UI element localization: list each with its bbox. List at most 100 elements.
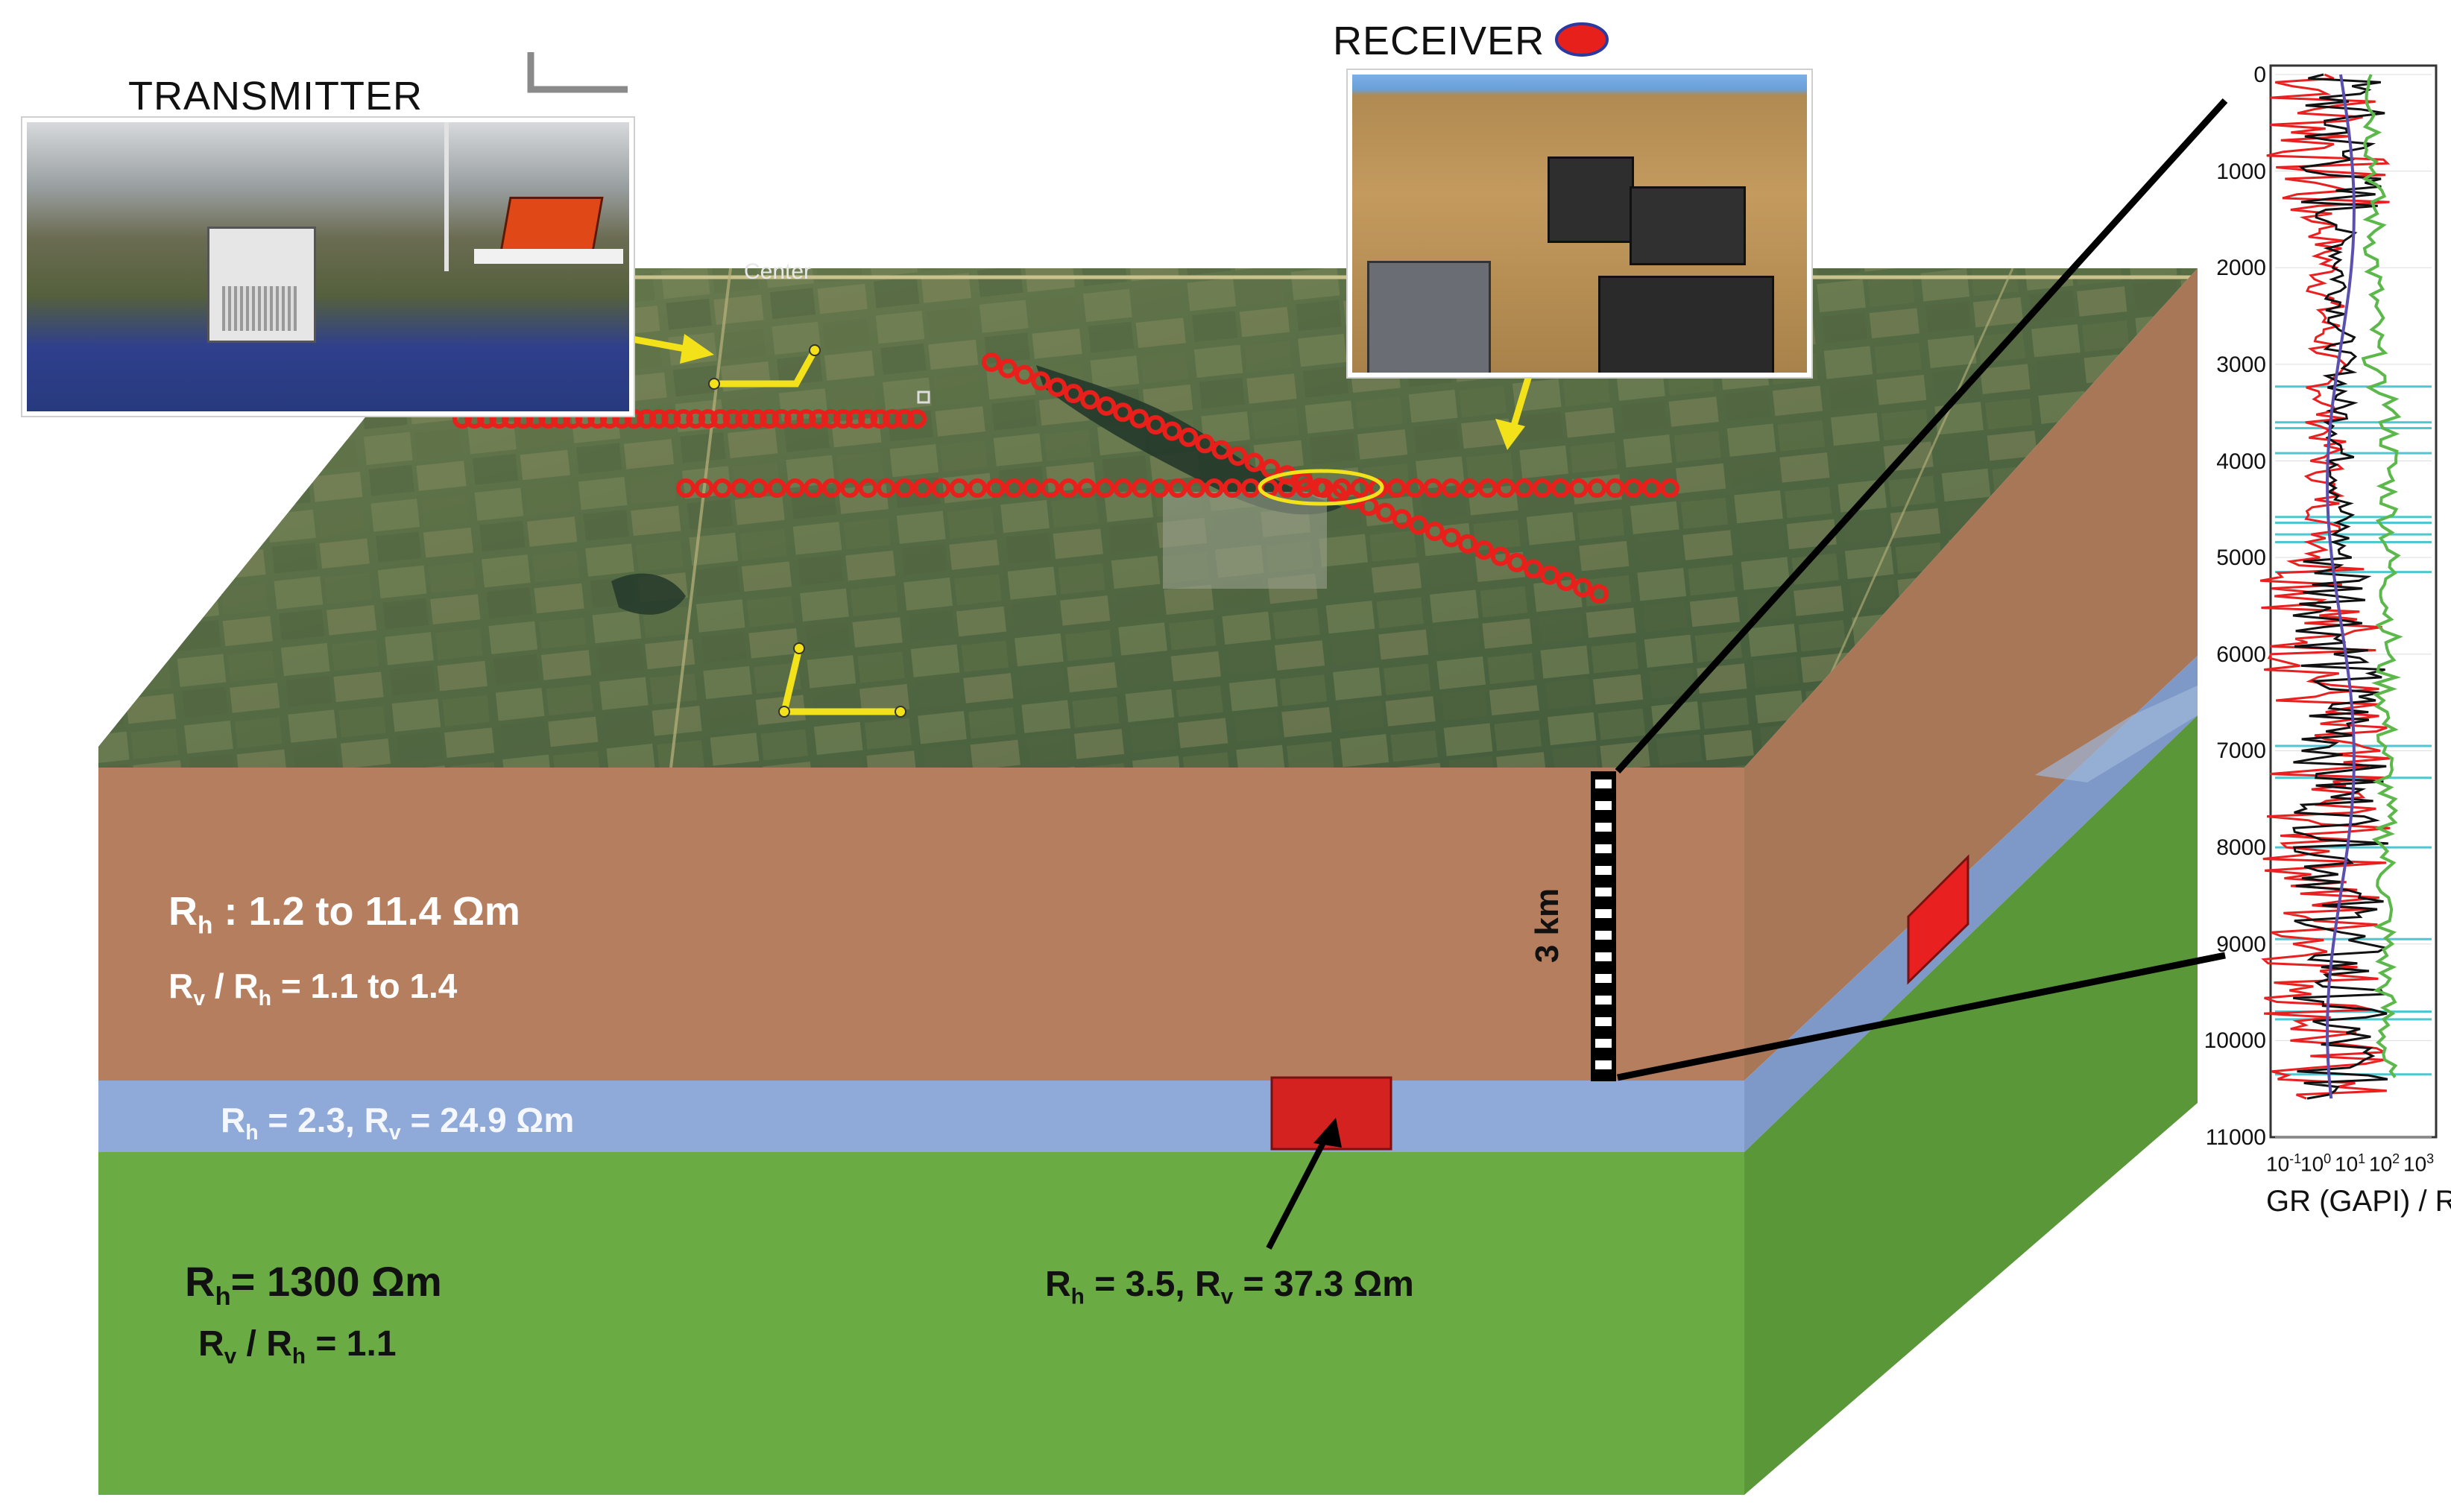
receiver-marker — [1457, 534, 1477, 554]
receiver-marker — [1031, 371, 1051, 391]
receiver-marker — [722, 409, 742, 428]
receiver-marker — [772, 409, 792, 428]
receiver-marker — [982, 352, 1001, 372]
receiver-marker — [1589, 584, 1609, 604]
receiver-marker — [710, 409, 731, 428]
receiver-marker — [1425, 521, 1445, 541]
receiver-marker — [1228, 446, 1248, 466]
receiver-marker — [804, 478, 824, 498]
depth-tick-label: 9000 — [2216, 931, 2266, 957]
receiver-marker — [735, 409, 755, 428]
receiver-marker — [1004, 478, 1023, 498]
map-sign-text: Center — [744, 259, 812, 284]
receiver-marker — [1022, 478, 1042, 498]
gamma-ray-trace — [2361, 74, 2403, 1078]
x-tick-label: 10-1 — [2266, 1151, 2302, 1176]
receiver-marker — [661, 409, 681, 428]
receiver-marker — [1186, 478, 1206, 498]
scale-tick — [1595, 1017, 1612, 1026]
layer-bottom-rh-label: Rh= 1300 Ωm — [185, 1258, 442, 1312]
depth-tick-label: 3000 — [2216, 352, 2266, 377]
receiver-marker-icon — [1555, 22, 1609, 57]
receiver-marker — [796, 409, 816, 428]
receiver-marker — [1490, 546, 1510, 566]
scale-tick — [1595, 801, 1612, 810]
receiver-photo — [1348, 70, 1811, 377]
receiver-marker — [1660, 478, 1679, 498]
layer-middle-front — [98, 1081, 1744, 1152]
depth-tick-label: 10000 — [2204, 1028, 2266, 1054]
depth-tick-label: 6000 — [2216, 642, 2266, 667]
scale-tick — [1595, 844, 1612, 853]
reservoir-arrow — [1266, 1131, 1331, 1250]
layer-step — [2035, 686, 2198, 782]
receiver-marker — [1076, 478, 1097, 498]
receiver-marker — [1015, 364, 1035, 385]
receiver-marker — [821, 409, 841, 428]
receiver-marker — [840, 478, 859, 498]
receiver-marker — [895, 478, 915, 498]
building-icon — [917, 390, 930, 404]
receiver-marker — [1047, 377, 1067, 397]
receiver-marker — [1387, 478, 1407, 498]
receiver-marker — [845, 409, 865, 428]
receiver-marker — [712, 478, 732, 498]
scale-tick — [1595, 909, 1612, 918]
transmitter-dipole-2 — [778, 642, 906, 718]
receiver-marker — [1532, 478, 1552, 498]
receiver-marker — [870, 409, 890, 428]
well-log-callout-bottom — [1617, 952, 2226, 1081]
transmitter-title: TRANSMITTER — [128, 74, 423, 118]
receiver-marker — [833, 409, 854, 428]
scale-label: 3 km — [1529, 888, 1566, 964]
layer-middle-rh-value: 2.3 — [297, 1101, 346, 1139]
receiver-case-open — [1548, 156, 1634, 243]
receiver-marker — [637, 409, 657, 428]
receiver-marker — [949, 478, 969, 498]
scale-tick — [1595, 974, 1612, 983]
layer-top-front — [98, 768, 1744, 1081]
receiver-marker — [784, 409, 804, 428]
receiver-marker — [1375, 502, 1395, 522]
receiver-lines — [452, 352, 1679, 604]
layer-bottom-ratio-value: 1.1 — [346, 1324, 397, 1364]
receiver-marker — [1204, 478, 1224, 498]
receiver-marker — [767, 478, 787, 498]
depth-tick-label: 0 — [2253, 63, 2266, 87]
receiver-arrow-head — [1495, 419, 1525, 450]
receiver-marker — [1514, 478, 1534, 498]
road — [669, 268, 732, 768]
well-log-xlabel: GR (GAPI) / R (Ωm) — [2266, 1185, 2451, 1218]
receiver-marker — [1211, 440, 1231, 460]
receiver-marker — [1408, 515, 1428, 535]
receiver-marker — [1310, 478, 1330, 498]
receiver-marker — [1523, 559, 1543, 579]
depth-tick-label: 4000 — [2216, 449, 2266, 474]
layer-middle-label: Rh = 2.3, Rv = 24.9 Ωm — [221, 1101, 575, 1145]
layer-top-rh-value: 1.2 to 11.4 Ωm — [248, 889, 520, 934]
receiver-marker — [895, 409, 915, 428]
x-tick-label: 102 — [2369, 1151, 2400, 1176]
x-tick-label: 103 — [2403, 1151, 2435, 1176]
receiver-marker — [649, 409, 669, 428]
receiver-marker — [1404, 478, 1425, 498]
receiver-marker — [1097, 396, 1117, 416]
receiver-marker — [1496, 478, 1515, 498]
receiver-marker — [673, 409, 693, 428]
receiver-marker — [1641, 478, 1662, 498]
lake — [611, 573, 686, 615]
receiver-marker — [694, 478, 714, 498]
transmitter-grille — [222, 286, 297, 331]
receiver-marker — [1507, 552, 1527, 572]
receiver-marker — [686, 409, 706, 428]
receiver-marker — [985, 478, 1006, 498]
receiver-marker — [883, 409, 903, 428]
receiver-marker — [1556, 572, 1576, 592]
receiver-marker — [1223, 478, 1243, 498]
receiver-marker — [907, 409, 927, 428]
resistivity-trace-black — [2292, 73, 2389, 1100]
receiver-marker — [876, 478, 896, 498]
reservoir-side — [1907, 854, 1969, 985]
receiver-marker — [1162, 421, 1182, 441]
x-tick-label: 101 — [2335, 1151, 2366, 1176]
